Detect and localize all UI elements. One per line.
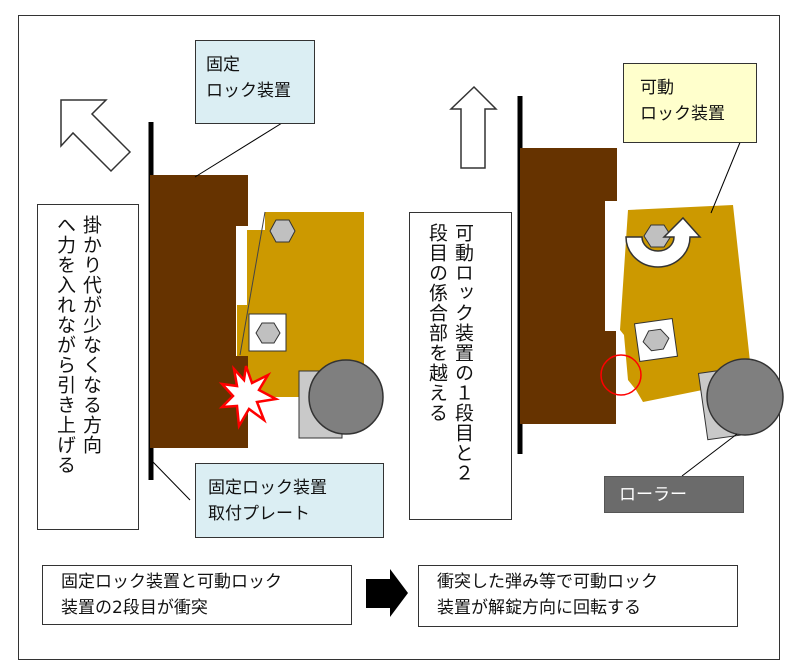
right-roller bbox=[706, 358, 784, 436]
diagram-frame bbox=[18, 15, 780, 660]
right-action-note: 可動ロック装置の１段目と２ 段目の係合部を越える bbox=[409, 212, 512, 520]
left-action-note: 掛かり代が少なくなる方向 へ力を入れながら引き上げる bbox=[37, 204, 139, 530]
up-arrow-icon bbox=[449, 85, 498, 169]
left-roller bbox=[308, 359, 384, 435]
right-arrow-icon bbox=[366, 569, 408, 617]
leader-movable-lock bbox=[710, 139, 742, 214]
left-hex-bolt-middle bbox=[255, 322, 281, 344]
impact-burst-icon bbox=[218, 364, 280, 430]
left-edge-line bbox=[239, 211, 266, 356]
roller-label: ローラー bbox=[604, 476, 744, 513]
fixed-plate-label: 固定ロック装置 取付プレート bbox=[195, 463, 384, 538]
leader-fixed-lock bbox=[194, 122, 283, 178]
right-note-line-2: 段目の係合部を越える bbox=[426, 223, 448, 423]
right-note-line-1: 可動ロック装置の１段目と２ bbox=[452, 223, 474, 483]
left-note-line-2: へ力を入れながら引き上げる bbox=[54, 215, 76, 475]
leader-fixed-plate bbox=[152, 461, 191, 501]
collision-caption: 固定ロック装置と可動ロック 装置の2段目が衝突 bbox=[42, 565, 352, 625]
movable-lock-label: 可動 ロック装置 bbox=[623, 63, 757, 143]
rotation-caption: 衝突した弾み等で可動ロック 装置が解錠方向に回転する bbox=[418, 565, 738, 627]
leader-roller bbox=[681, 433, 738, 477]
engagement-point-circle bbox=[600, 354, 642, 396]
left-hex-bolt-top bbox=[269, 219, 296, 243]
left-note-line-1: 掛かり代が少なくなる方向 bbox=[80, 215, 102, 455]
fixed-lock-label: 固定 ロック装置 bbox=[195, 40, 315, 124]
up-left-arrow-icon bbox=[60, 99, 132, 173]
left-fixed-lock-block bbox=[150, 175, 248, 448]
right-fixed-lock-block bbox=[520, 148, 617, 424]
rotation-arrow-icon bbox=[625, 216, 702, 268]
right-square-washer bbox=[633, 317, 679, 363]
